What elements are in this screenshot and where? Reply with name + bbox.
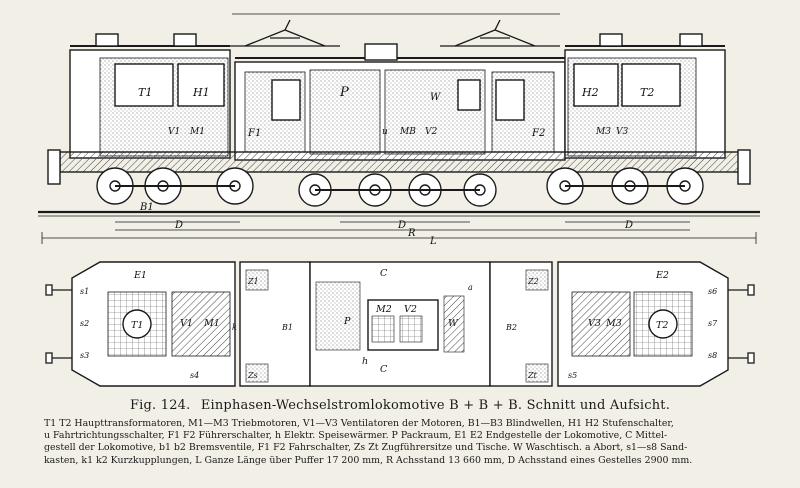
plan-label-m3: M3 bbox=[605, 318, 622, 329]
plan-label-s5: s5 bbox=[568, 371, 577, 380]
label-f1: F1 bbox=[247, 128, 261, 139]
plan-label-s2: s2 bbox=[80, 319, 89, 328]
plan-view bbox=[45, 261, 755, 387]
label-t2: T2 bbox=[640, 86, 654, 99]
label-p: P bbox=[339, 85, 349, 100]
plan-view-labels: E1 E2 T1 T2 V1 M1 V3 M3 M2 V2 C C P W h … bbox=[80, 268, 718, 380]
label-u: u bbox=[382, 127, 388, 137]
plan-label-s6: s6 bbox=[708, 287, 717, 296]
label-m1: M1 bbox=[189, 127, 205, 137]
label-h2: H2 bbox=[581, 86, 599, 99]
plan-label-e2: E2 bbox=[655, 270, 669, 281]
plan-label-z1: Z1 bbox=[247, 277, 259, 286]
legend-line-4: kasten, k1 k2 Kurzkupplungen, L Ganze Lä… bbox=[44, 454, 693, 466]
label-f2: F2 bbox=[531, 128, 545, 139]
plan-label-s8: s8 bbox=[708, 351, 717, 360]
plan-label-w: W bbox=[448, 318, 459, 329]
label-b1: B1 bbox=[139, 202, 154, 213]
label-t1: T1 bbox=[138, 86, 152, 99]
side-view-labels: T1 H1 V1 M1 F1 B1 P W MB V2 u T2 H2 M3 V… bbox=[138, 85, 654, 247]
plan-label-m1: M1 bbox=[203, 318, 220, 329]
plan-label-z2: Z2 bbox=[527, 277, 539, 286]
figure-number: Fig. 124. bbox=[129, 398, 191, 413]
figure-title: Einphasen-Wechselstromlokomotive B + B +… bbox=[200, 398, 671, 413]
plan-label-c-bottom: C bbox=[380, 364, 388, 375]
label-d-left: D bbox=[174, 220, 183, 231]
plan-label-e1: E1 bbox=[133, 270, 147, 281]
figure-caption: Fig. 124. Einphasen-Wechselstromlokomoti… bbox=[0, 398, 800, 413]
pantograph-left bbox=[230, 19, 340, 47]
label-v2: V2 bbox=[425, 127, 437, 137]
locomotive-drawing: T1 H1 V1 M1 F1 B1 P W MB V2 u T2 H2 M3 V… bbox=[38, 13, 760, 387]
label-w: W bbox=[430, 92, 441, 103]
label-r: R bbox=[407, 228, 416, 239]
pantograph-right bbox=[440, 19, 560, 47]
plan-label-p: P bbox=[343, 316, 351, 327]
label-v1: V1 bbox=[168, 127, 180, 137]
figure-legend: T1 T2 Haupttransformatoren, M1—M3 Triebm… bbox=[44, 418, 768, 467]
plan-label-s7: s7 bbox=[708, 319, 718, 328]
plan-label-t1: T1 bbox=[131, 320, 143, 331]
label-l: L bbox=[429, 236, 437, 247]
label-h1: H1 bbox=[192, 86, 210, 99]
label-m3: M3 bbox=[595, 127, 611, 137]
plan-label-s3: s3 bbox=[80, 351, 89, 360]
side-view bbox=[38, 13, 760, 244]
coupling-rods bbox=[115, 185, 685, 191]
plan-label-t2: T2 bbox=[656, 320, 668, 331]
plan-label-s1: s1 bbox=[80, 287, 89, 296]
legend-line-2: u Fahrtrichtungsschalter, F1 F2 Führersc… bbox=[44, 430, 668, 442]
label-d-right: D bbox=[624, 220, 633, 231]
plan-label-k: k bbox=[232, 323, 237, 332]
plan-label-b1: B1 bbox=[281, 323, 293, 332]
buffers bbox=[45, 284, 755, 364]
plan-label-h: h bbox=[362, 356, 368, 367]
plan-label-v1: V1 bbox=[180, 318, 193, 329]
plan-label-s4: s4 bbox=[190, 371, 199, 380]
label-d-center: D bbox=[397, 220, 406, 231]
plan-label-v2: V2 bbox=[404, 304, 417, 315]
label-v3: V3 bbox=[616, 127, 628, 137]
plan-label-b2: B2 bbox=[505, 323, 517, 332]
plan-label-zs: Zs bbox=[247, 371, 258, 380]
plan-label-v3: V3 bbox=[588, 318, 601, 329]
plan-label-c-top: C bbox=[380, 268, 388, 279]
legend-line-3: gestell der Lokomotive, b1 b2 Bremsventi… bbox=[44, 442, 688, 454]
legend-line-1: T1 T2 Haupttransformatoren, M1—M3 Triebm… bbox=[44, 418, 674, 429]
plan-label-zt: Zt bbox=[527, 371, 538, 380]
dimension-lines bbox=[41, 221, 757, 244]
plan-label-a: a bbox=[468, 283, 473, 292]
label-mb: MB bbox=[399, 127, 416, 137]
plan-label-m2: M2 bbox=[375, 304, 392, 315]
